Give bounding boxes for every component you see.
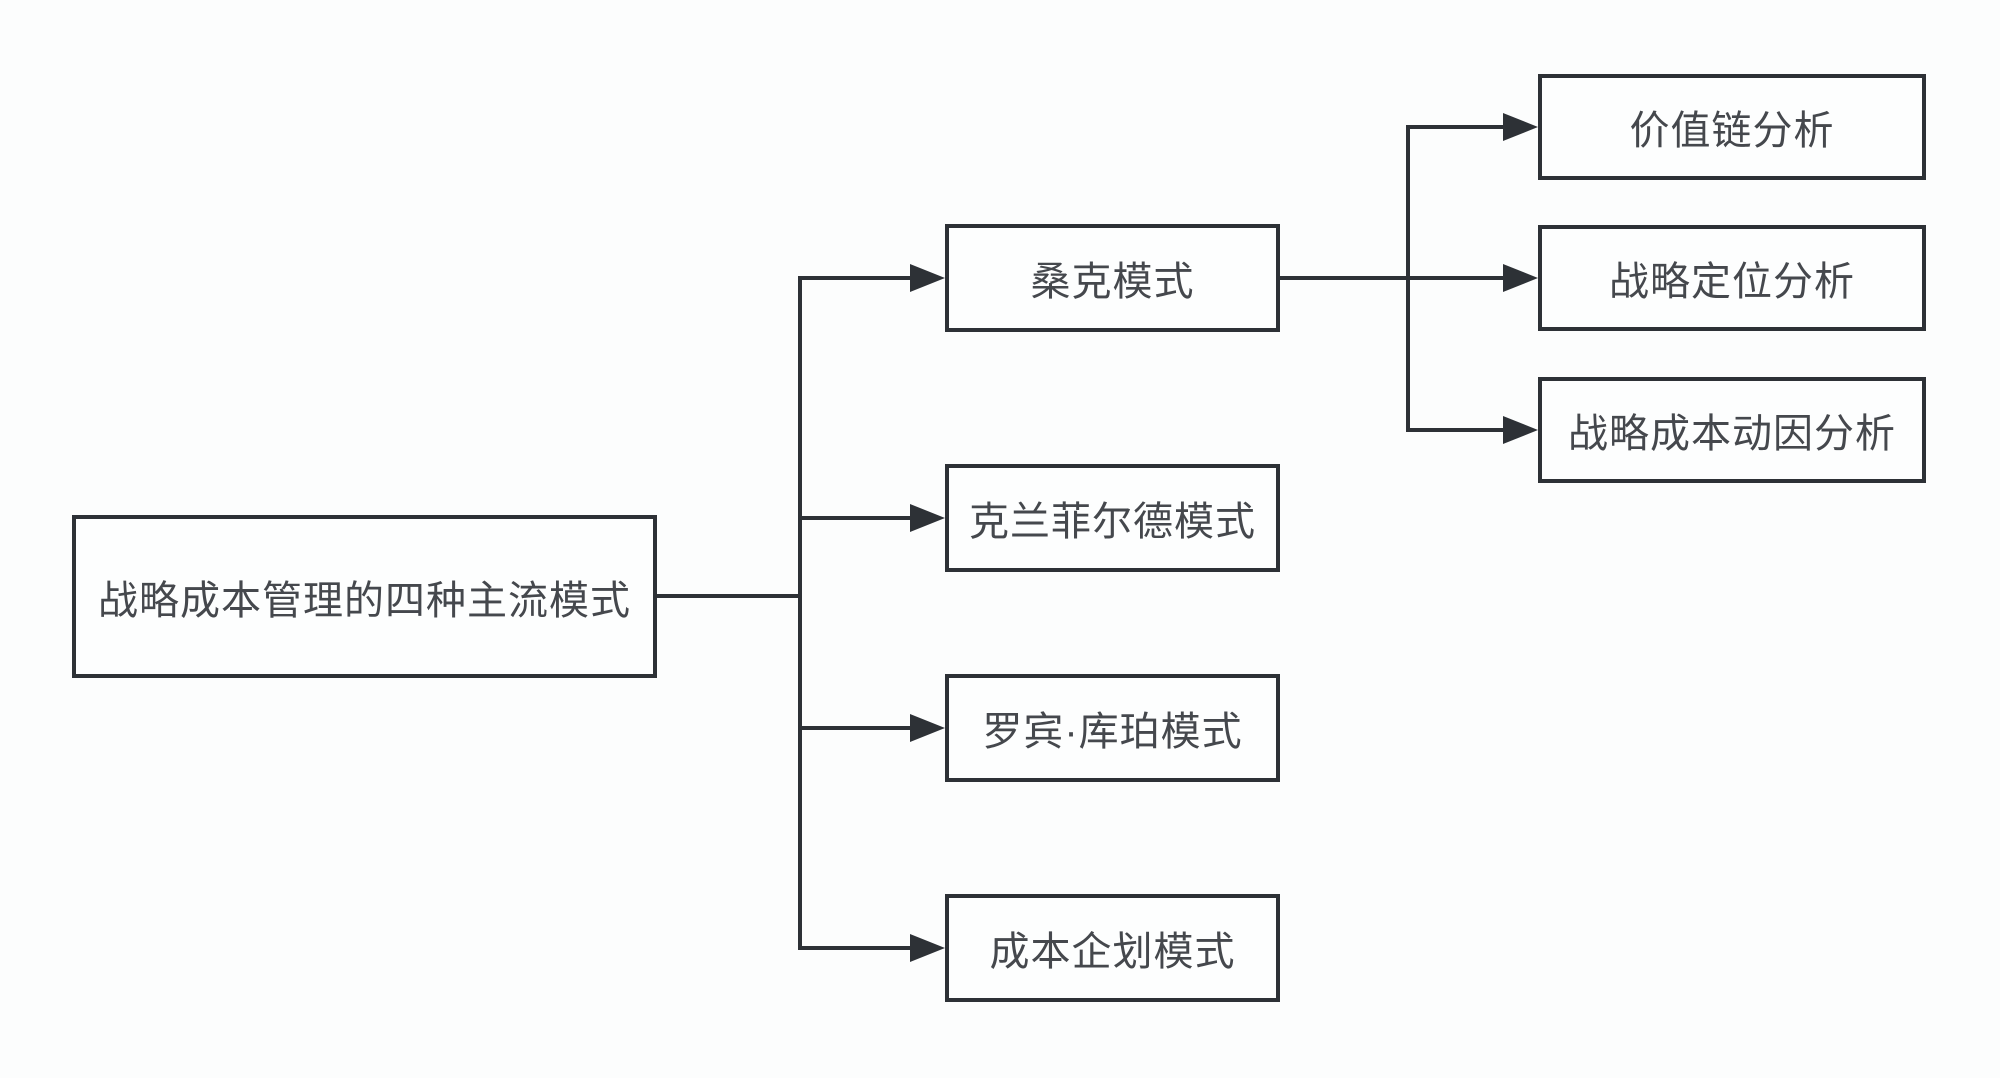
node-shank-mode: 桑克模式 <box>945 224 1280 332</box>
node-root-label: 战略成本管理的四种主流模式 <box>98 578 631 623</box>
node-value-chain-analysis: 价值链分析 <box>1538 74 1926 180</box>
node-cost-planning-mode-label: 成本企划模式 <box>989 930 1236 974</box>
arrowhead-icon <box>910 714 945 742</box>
node-shank-mode-label: 桑克模式 <box>1030 260 1195 304</box>
node-cooper-mode: 罗宾·库珀模式 <box>945 674 1280 782</box>
arrowhead-icon <box>1503 416 1538 444</box>
node-strategic-positioning-analysis: 战略定位分析 <box>1538 225 1926 331</box>
node-cranfield-mode-label: 克兰菲尔德模式 <box>969 500 1256 544</box>
arrowhead-icon <box>910 934 945 962</box>
arrowhead-icon <box>1503 113 1538 141</box>
arrowhead-icon <box>1503 264 1538 292</box>
node-cranfield-mode: 克兰菲尔德模式 <box>945 464 1280 572</box>
arrowhead-icon <box>910 264 945 292</box>
node-cooper-mode-label: 罗宾·库珀模式 <box>982 710 1243 754</box>
node-cost-driver-analysis: 战略成本动因分析 <box>1538 377 1926 483</box>
node-root: 战略成本管理的四种主流模式 <box>72 515 657 678</box>
node-value-chain-analysis-label: 价值链分析 <box>1629 109 1835 153</box>
node-cost-planning-mode: 成本企划模式 <box>945 894 1280 1002</box>
node-strategic-positioning-analysis-label: 战略定位分析 <box>1609 260 1855 304</box>
arrowhead-icon <box>910 504 945 532</box>
node-cost-driver-analysis-label: 战略成本动因分析 <box>1568 412 1896 456</box>
